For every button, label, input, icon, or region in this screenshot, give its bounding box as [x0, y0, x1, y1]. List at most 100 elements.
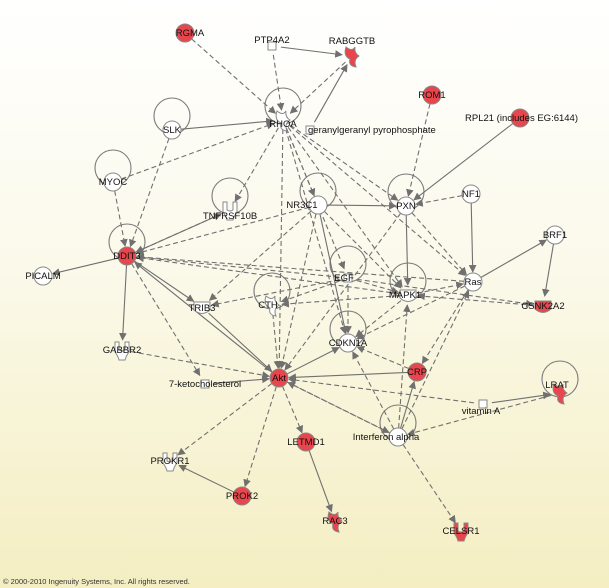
node-keto[interactable]: 7-ketocholesterol	[169, 379, 241, 390]
node-nr3c1[interactable]: NR3C1	[286, 195, 328, 215]
node-shape-rhoa	[275, 110, 291, 132]
edge-slk-to-rhoa	[180, 117, 274, 130]
edge-egf-to-ddit3	[136, 253, 340, 278]
node-label-nf1: NF1	[462, 189, 480, 200]
node-cth[interactable]: CTH	[258, 295, 280, 317]
node-gabbr2[interactable]: GABBR2	[103, 341, 142, 361]
node-brf1[interactable]: BRF1	[543, 225, 567, 245]
node-ifna[interactable]: Interferon alpha	[353, 427, 420, 447]
edge-gabbr2-to-akt	[130, 351, 270, 379]
node-celsr1[interactable]: CELSR1	[443, 522, 480, 542]
node-rac3[interactable]: RAC3	[322, 511, 348, 533]
edge-mapk1-to-cdkn1a	[355, 300, 402, 338]
node-shape-brf1	[545, 225, 565, 245]
node-label-celsr1: CELSR1	[443, 526, 480, 537]
node-ddit3[interactable]: DDIT3	[113, 246, 141, 266]
node-shape-letmd1	[296, 432, 316, 452]
edge-lrat-to-ifna	[406, 394, 552, 437]
edge-nr3c1-to-pxn	[326, 201, 397, 210]
edge-nr3c1-to-trib3	[208, 210, 312, 301]
edge-vita-to-lrat	[491, 391, 551, 404]
edge-keto-to-akt	[213, 375, 270, 384]
edge-ddit3-to-trib3	[134, 260, 195, 302]
node-slk[interactable]: SLK	[162, 120, 182, 140]
node-label-cdkn1a: CDKN1A	[329, 338, 368, 349]
node-label-akt: Akt	[272, 373, 286, 384]
node-letmd1[interactable]: LETMD1	[287, 432, 325, 452]
node-mapk1[interactable]: MAPK1	[389, 289, 421, 302]
node-crp[interactable]: CRP	[407, 362, 427, 382]
node-tnfrsf10b[interactable]: TNFRSF10B	[203, 201, 257, 222]
node-prok2[interactable]: PROK2	[226, 486, 258, 506]
node-label-prok2: PROK2	[226, 491, 258, 502]
node-prokr1[interactable]: PROKR1	[150, 452, 190, 472]
node-label-csnk2a2: CSNK2A2	[521, 301, 564, 312]
node-cdkn1a[interactable]: CDKN1A	[329, 333, 368, 353]
node-label-ifna: Interferon alpha	[353, 432, 420, 443]
edge-ifna-to-mapk1	[398, 304, 411, 429]
edge-prok2-to-prokr1	[178, 464, 235, 493]
edge-csnk2a2-to-mapk1	[417, 292, 535, 306]
node-trib3[interactable]: TRIB3	[189, 301, 216, 314]
node-ptp4a2[interactable]: PTP4A2	[254, 35, 290, 51]
node-label-picalm: PICALM	[25, 271, 60, 282]
node-shape-ggpp	[305, 125, 315, 135]
node-label-mapk1: MAPK1	[389, 290, 421, 301]
node-nf1[interactable]: NF1	[461, 184, 481, 204]
node-shape-ddit3	[117, 246, 137, 266]
edge-ras-to-ddit3	[136, 253, 465, 282]
node-label-rpl21: RPL21 (includes EG:6144)	[465, 113, 578, 124]
node-rpl21[interactable]: RPL21 (includes EG:6144)	[465, 108, 578, 128]
node-shape-rac3	[327, 511, 343, 533]
node-label-gabbr2: GABBR2	[103, 345, 142, 356]
node-pxn[interactable]: PXN	[396, 196, 416, 216]
edge-vita-to-akt	[288, 376, 475, 404]
node-rom1[interactable]: ROM1	[418, 85, 446, 105]
node-ras[interactable]: Ras	[463, 272, 483, 292]
node-shape-vita	[478, 399, 488, 409]
edge-nf1-to-ras	[468, 202, 477, 273]
edge-rhoa-to-tnfrsf10b	[234, 127, 279, 203]
edge-mapk1-to-ddit3	[136, 254, 400, 295]
node-label-crp: CRP	[407, 367, 427, 378]
edge-ifna-to-celsr1	[402, 444, 456, 524]
node-shape-gabbr2	[114, 341, 130, 361]
edge-akt-to-prokr1	[177, 383, 273, 456]
node-label-rac3: RAC3	[322, 516, 347, 527]
edge-ifna-to-crp	[399, 380, 416, 429]
node-lrat[interactable]: LRAT	[545, 380, 569, 405]
node-akt[interactable]: Akt	[269, 368, 289, 388]
edge-nr3c1-to-cdkn1a	[319, 213, 349, 334]
edge-akt-to-cdkn1a	[286, 347, 340, 375]
node-label-lrat: LRAT	[545, 380, 569, 391]
node-egf[interactable]: EGF	[334, 273, 354, 284]
node-shape-rpl21	[510, 108, 530, 128]
node-vita[interactable]: vitamin A	[462, 399, 501, 417]
node-picalm[interactable]: PICALM	[25, 266, 61, 286]
node-rgma[interactable]: RGMA	[175, 23, 205, 43]
node-shape-celsr1	[453, 522, 469, 542]
edge-rgma-to-rhoa	[191, 38, 277, 114]
edge-pxn-to-akt	[284, 212, 402, 371]
node-label-brf1: BRF1	[543, 230, 567, 241]
node-label-rabggtb: RABGGTB	[329, 36, 375, 47]
edge-ifna-to-cdkn1a	[352, 351, 395, 430]
node-rabggtb[interactable]: RABGGTB	[329, 36, 375, 68]
node-csnk2a2[interactable]: CSNK2A2	[521, 300, 565, 313]
node-shape-tnfrsf10b	[222, 201, 238, 221]
node-rhoa[interactable]: RHOA	[269, 110, 297, 132]
edge-ras-to-cdkn1a	[356, 285, 466, 340]
node-shape-ras	[463, 272, 483, 292]
node-ggpp[interactable]: geranylgeranyl pyrophosphate	[305, 125, 436, 136]
node-myoc[interactable]: MYOC	[99, 172, 128, 192]
edge-pxn-to-ras	[411, 212, 467, 276]
node-label-ras: Ras	[465, 277, 482, 288]
edge-egf-to-csnk2a2	[356, 278, 534, 308]
node-label-letmd1: LETMD1	[287, 437, 324, 448]
copyright-notice: © 2000-2010 Ingenuity Systems, Inc. All …	[3, 577, 190, 586]
node-shape-ifna	[388, 427, 408, 447]
edge-rhoa-to-pxn	[290, 124, 399, 201]
node-label-cth: CTH	[258, 300, 278, 311]
